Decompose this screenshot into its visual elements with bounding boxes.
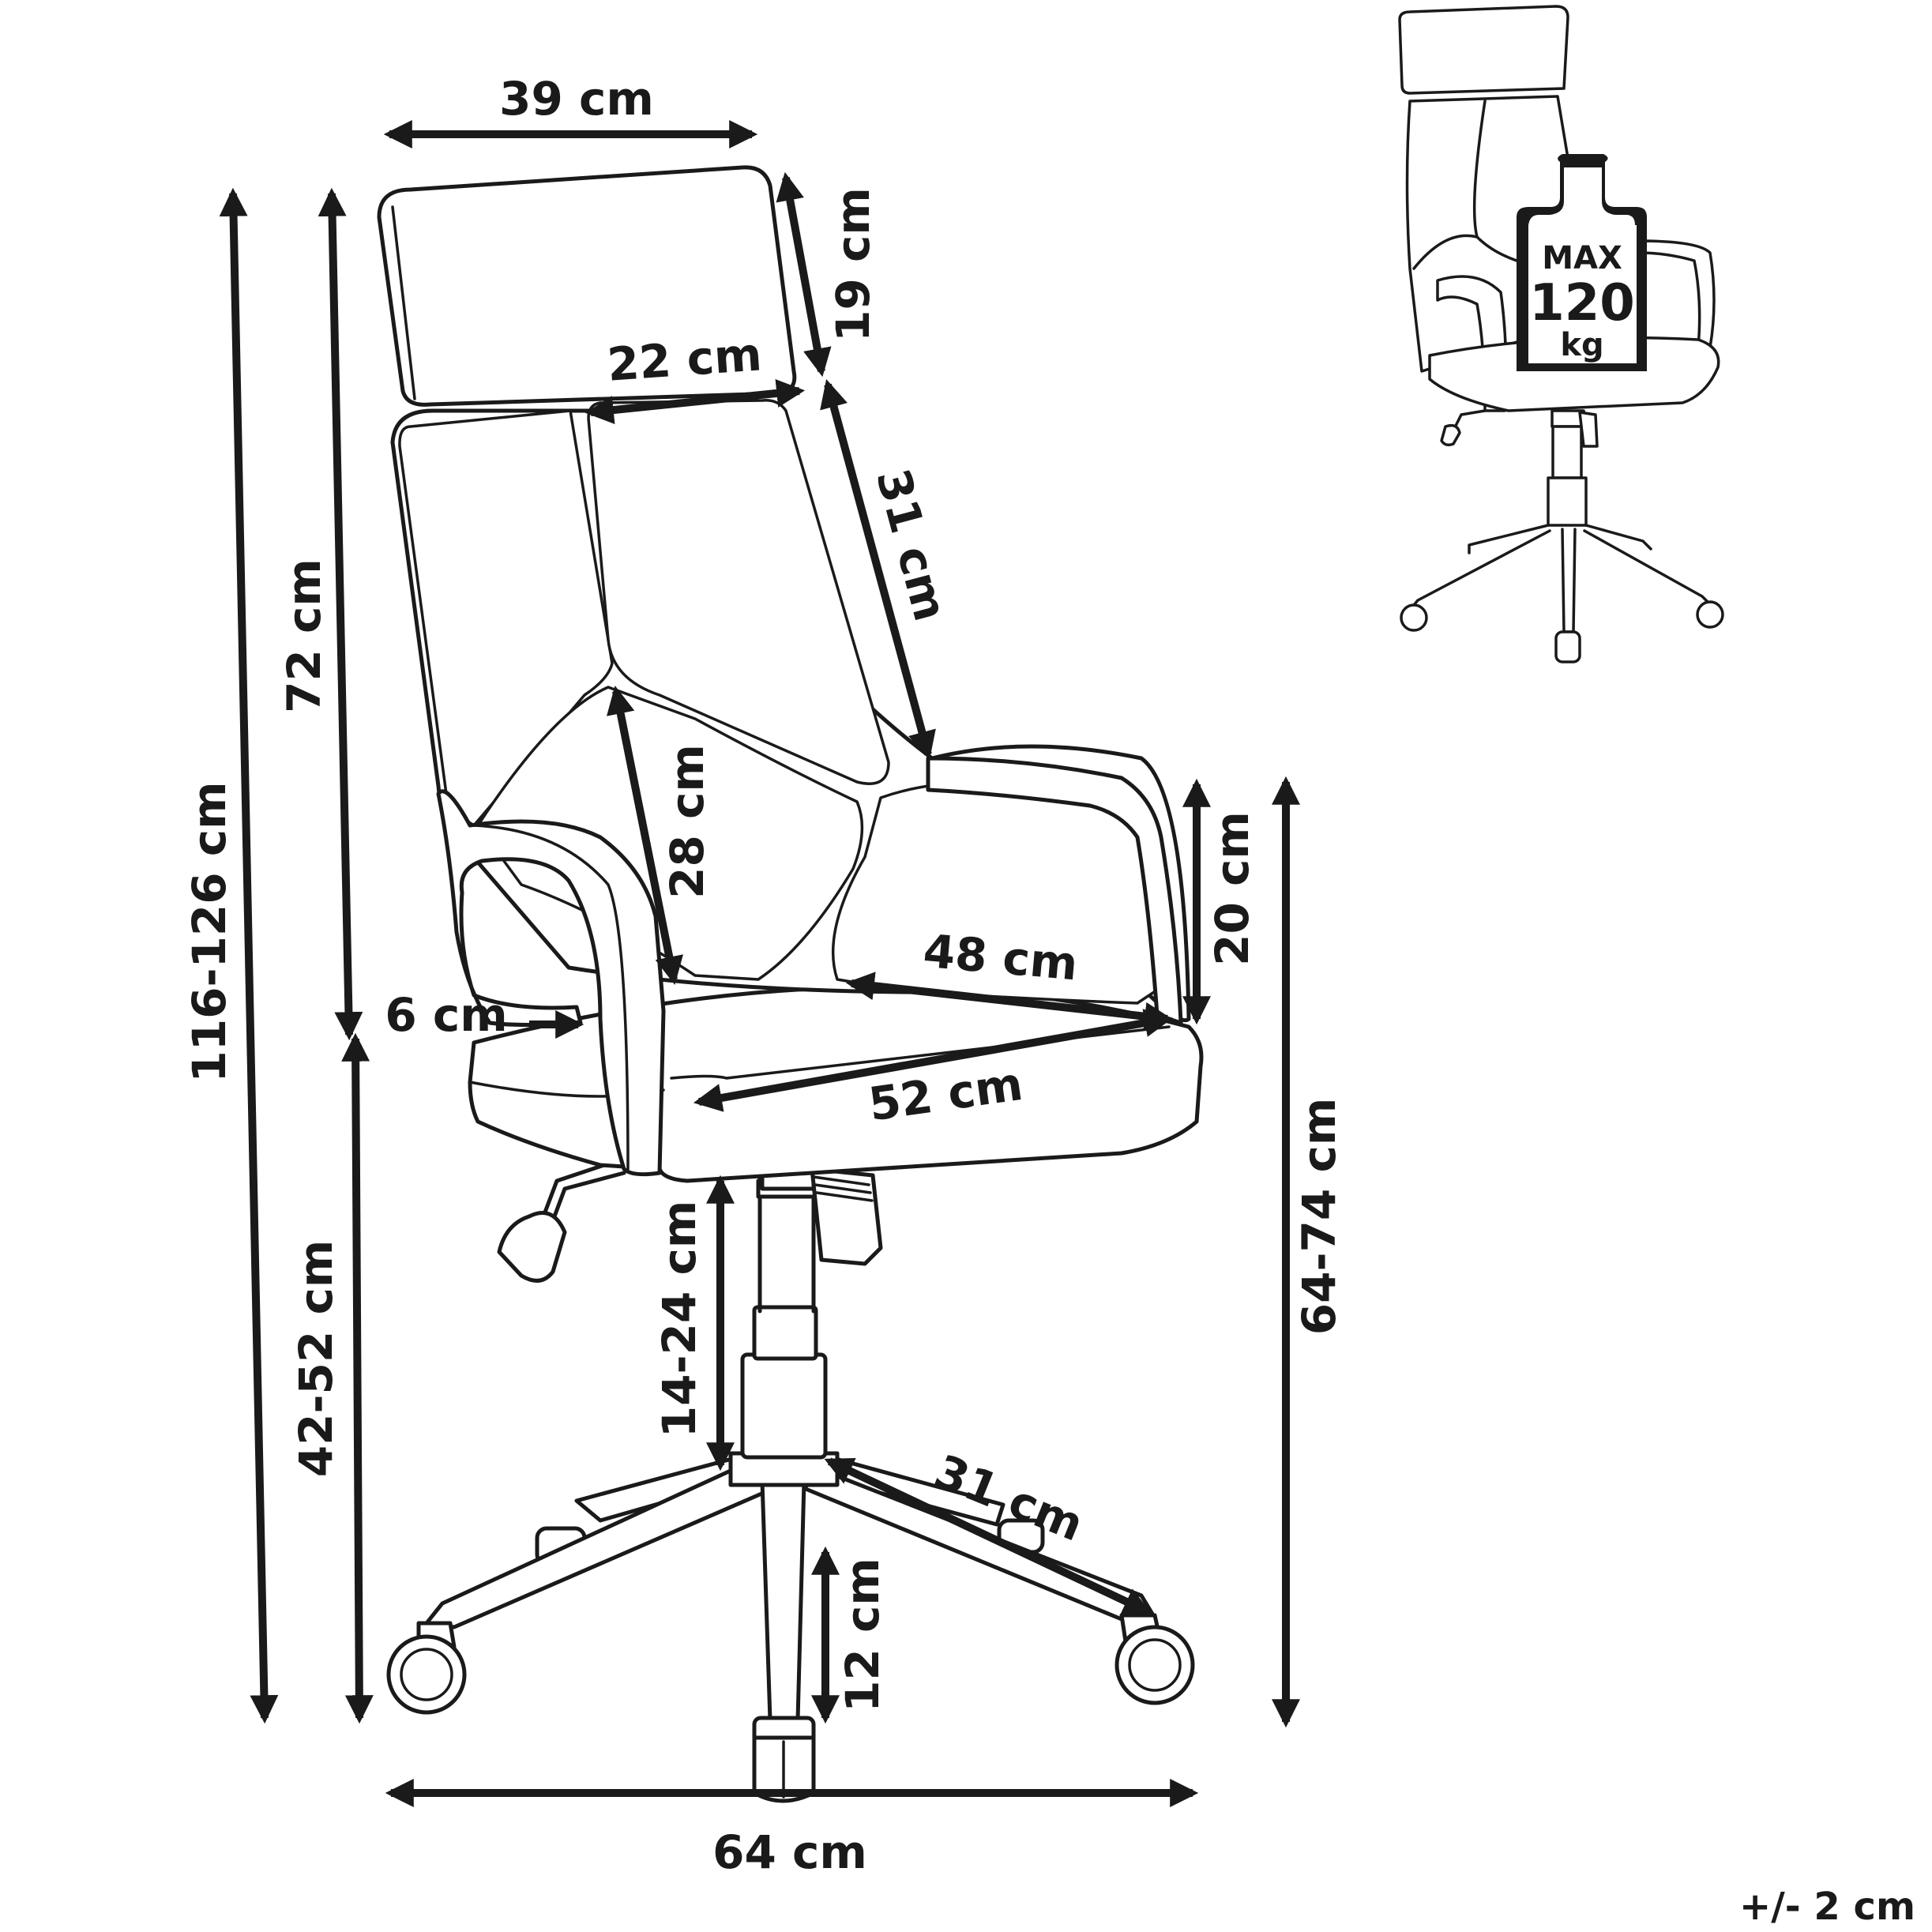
label-headrest-width: 22 cm [606, 327, 764, 391]
label-gas-lift-range: 14-24 cm [652, 1201, 706, 1438]
wheel-front-right [1114, 1613, 1195, 1705]
dim-headrest-width [584, 379, 806, 424]
badge-line1: MAX [1542, 240, 1622, 276]
backrest [390, 399, 1191, 1022]
label-base-width: 64 cm [712, 1825, 867, 1879]
dim-seat-width-full [693, 1009, 1174, 1112]
label-tolerance: +/- 2 cm [1739, 1885, 1915, 1929]
dim-overall-height [219, 187, 279, 1724]
gas-cylinder [740, 1175, 828, 1460]
height-lever [497, 1159, 626, 1283]
wheel-front-left [386, 1621, 467, 1715]
label-total-back-height: 72 cm [277, 558, 331, 713]
dim-backrest-height [820, 379, 936, 760]
label-base-height: 12 cm [836, 1558, 889, 1712]
label-overall-height: 116-126 cm [182, 781, 236, 1082]
dim-seat-height [341, 1032, 374, 1724]
label-seat-depth: 48 cm [921, 924, 1080, 991]
label-armrest-height: 20 cm [1205, 811, 1259, 966]
dimension-lines [219, 120, 1300, 1807]
dim-headrest-height [776, 171, 832, 378]
label-seat-width: 39 cm [499, 72, 654, 126]
badge-line3: kg [1560, 327, 1603, 363]
label-headrest-height: 19 cm [826, 187, 880, 342]
tilt-mechanism [760, 1163, 883, 1266]
dim-leg-length [824, 1457, 1152, 1615]
badge-line2: 120 [1529, 274, 1635, 333]
dim-total-back-height [318, 187, 363, 1041]
label-backrest-height: 31 cm [866, 463, 957, 626]
armrest-right [926, 756, 1183, 1025]
dim-lumbar-height [606, 685, 684, 986]
label-lumbar-height: 28 cm [660, 744, 714, 899]
chair-drawing [377, 165, 1204, 1803]
label-armrest-gap: 6 cm [385, 988, 507, 1042]
wheel-front-center [752, 1716, 816, 1803]
max-weight-badge: MAX 120 kg [1517, 154, 1647, 371]
label-seat-height: 42-52 cm [289, 1240, 343, 1478]
label-armrest-floor-height: 64-74 cm [1292, 1098, 1346, 1336]
